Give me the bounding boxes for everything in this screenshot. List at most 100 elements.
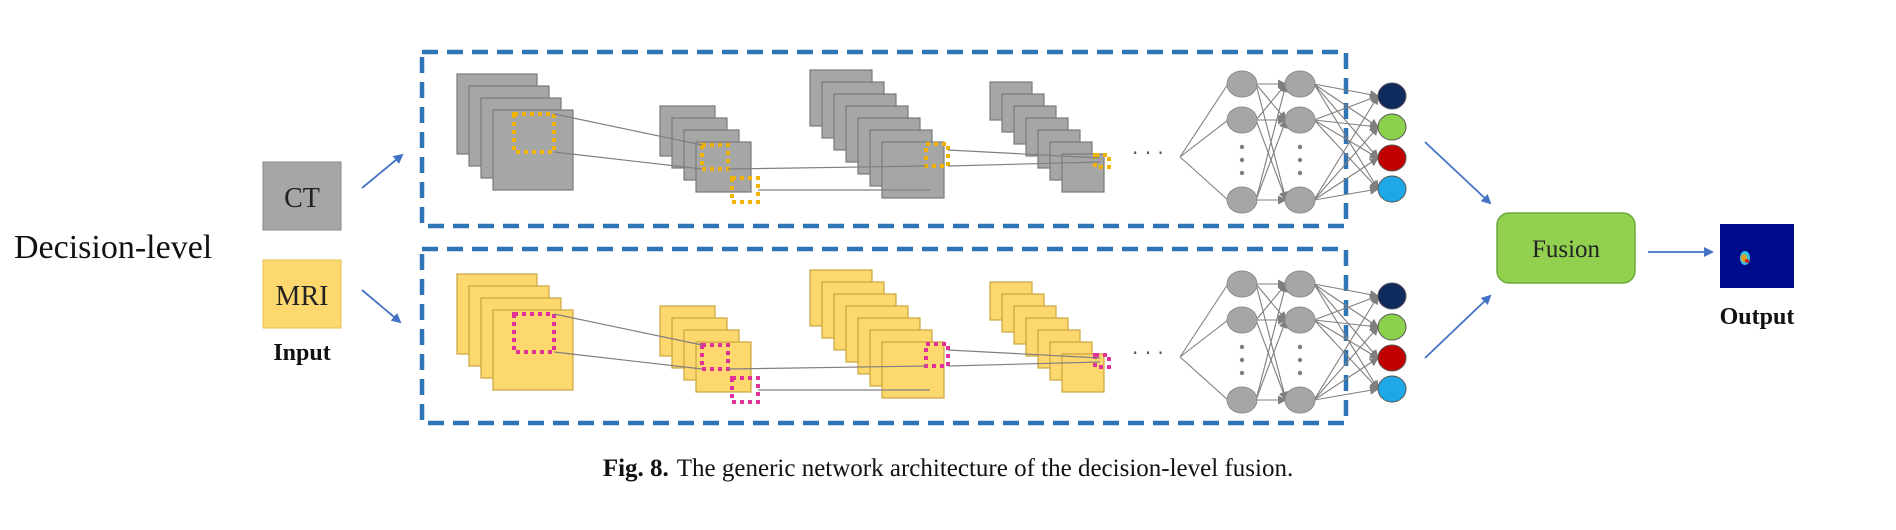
ct-output-node [1377,175,1407,203]
output-label: Output [1720,304,1795,330]
mri-neuron [1226,270,1258,298]
mri-output-node [1377,375,1407,403]
ct-fc-edge [1179,83,1229,158]
mri-kernel [700,343,730,371]
ct-fc-edge [1255,119,1288,201]
mri-fc-edge [1179,356,1229,401]
ct-neuron [1226,106,1258,134]
mri-fc-edge [1179,319,1229,358]
mri-neuron-ellipsis [1239,357,1245,363]
mri-connection-line [553,313,703,346]
ct-neuron-ellipsis [1297,157,1303,163]
mri-fc-edge [1313,385,1379,401]
mri-neuron-ellipsis [1297,344,1303,350]
mri-fc-edge [1313,283,1379,390]
ct-cnn-branch: · · · [456,69,1407,214]
ct-connection-line [727,165,927,170]
mri-connection-line [553,351,703,370]
mri-connection-line [947,361,1101,367]
ct-connection-line [553,113,703,146]
ct-to-fusion-arrow [1424,141,1492,205]
mri-fc-edge [1313,326,1379,401]
ct-neuron-ellipsis [1297,144,1303,150]
ct-neuron-ellipsis [1239,144,1245,150]
ct-fc-edge [1313,95,1379,201]
ct-neuron [1226,70,1258,98]
mri-fc-edge [1313,294,1379,321]
mri-neuron [1284,306,1316,334]
mri-fc-edge [1313,319,1379,359]
mri-fc-edge [1313,295,1379,401]
ct-fc-edge [1313,119,1379,190]
ct-neuron-ellipsis [1239,157,1245,163]
fusion-text: Fusion [1532,236,1601,263]
input-mri-text: MRI [276,281,329,312]
mri-fc-edge [1313,283,1379,359]
input-ct-box: CT [262,161,342,231]
ct-connection-line [947,161,1101,167]
fusion-box: Fusion [1496,212,1636,284]
ct-fc-edge [1255,83,1289,201]
ct-feature-map [881,141,945,199]
ct-fc-edge [1313,83,1379,99]
mri-fc-edge [1313,357,1379,401]
mri-feature-map [1061,353,1105,393]
ct-connection-line [947,149,1101,159]
figure-caption: Fig. 8. The generic network architecture … [0,455,1896,483]
ct-output-node [1377,144,1407,172]
caption-text: The generic network architecture of the … [676,455,1294,482]
mri-neuron [1284,270,1316,298]
output-image-icon [1720,224,1794,288]
mri-connection-line [727,365,927,370]
ct-fc-edge [1313,185,1379,201]
mri-fc-edge [1313,319,1379,331]
ct-neuron-ellipsis [1297,170,1303,176]
decision-level-label: Decision-level [14,229,212,266]
mri-fc-edge [1179,283,1229,358]
mri-connection-line [947,349,1101,359]
ct-neuron [1284,70,1316,98]
mri-fc-edge [1313,283,1379,328]
mri-fc-edge [1313,283,1379,299]
ct-feature-map [1061,153,1105,193]
mri-neuron-ellipsis [1297,357,1303,363]
ct-fc-edge [1313,119,1379,159]
ct-neuron [1284,186,1316,214]
ct-fc-edge [1313,83,1379,159]
ct-fc-edge [1313,126,1379,201]
mri-kernel [512,312,556,354]
mri-cnn-branch: · · · [456,269,1407,414]
mri-kernel [730,376,760,404]
mri-kernel [924,342,950,368]
ct-fc-edge [1179,156,1229,201]
ct-fc-edge [1313,157,1379,201]
ct-kernel [700,143,730,171]
input-label: Input [273,340,330,366]
ct-fc-edge [1313,83,1379,190]
mri-neuron-ellipsis [1297,370,1303,376]
mri-fc-edge [1313,319,1379,390]
mri-output-node [1377,344,1407,372]
ct-ellipsis: · · · [1132,141,1164,165]
ct-fc-edge [1313,83,1379,128]
mri-output-node [1377,313,1407,341]
ct-output-node [1377,82,1407,110]
ct-neuron [1226,186,1258,214]
input-ct-text: CT [284,183,320,214]
input-mri-box: MRI [262,259,342,329]
mri-neuron-ellipsis [1239,370,1245,376]
mri-neuron [1226,386,1258,414]
ct-neuron [1284,106,1316,134]
ct-arrow [361,153,404,189]
ct-output-node [1377,113,1407,141]
mri-neuron [1284,386,1316,414]
mri-to-fusion-arrow [1424,294,1492,359]
mri-arrow [361,289,402,324]
mri-neuron [1226,306,1258,334]
mri-fc-edge [1255,283,1289,401]
ct-kernel [924,142,950,168]
ct-connection-line [553,151,703,170]
figure-number: Fig. 8. [602,455,669,482]
ct-fc-edge [1179,119,1229,158]
